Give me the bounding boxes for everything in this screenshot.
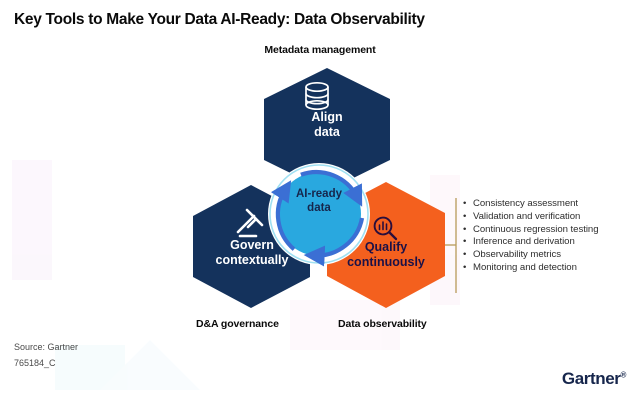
source-attribution: Source: Gartner — [14, 342, 79, 352]
list-item: Observability metrics — [463, 249, 635, 262]
center-circle-fill[interactable] — [277, 172, 361, 256]
caption-dna-governance: D&A governance — [196, 318, 279, 330]
document-id: 765184_C — [14, 358, 56, 368]
gartner-logo: Gartner® — [562, 369, 626, 389]
database-icon — [305, 81, 329, 111]
list-item: Continuous regression testing — [463, 224, 635, 237]
list-item: Validation and verification — [463, 211, 635, 224]
bullet-connector — [445, 198, 457, 293]
list-item: Inference and derivation — [463, 236, 635, 249]
cycle-arrows — [270, 170, 365, 267]
label-metadata-management: Metadata management — [264, 44, 376, 56]
hexagon-align-data[interactable] — [264, 68, 390, 191]
magnifier-chart-icon — [373, 216, 398, 241]
gartner-wordmark: Gartner — [561, 369, 621, 388]
gavel-icon — [236, 208, 264, 238]
source-block: Source: Gartner 765184_C — [14, 339, 78, 371]
list-item: Monitoring and detection — [463, 262, 635, 275]
list-item: Consistency assessment — [463, 198, 635, 211]
observability-bullet-list: Consistency assessment Validation and ve… — [463, 198, 635, 275]
registered-mark: ® — [620, 370, 627, 380]
caption-data-observability: Data observability — [338, 318, 427, 330]
page-title: Key Tools to Make Your Data AI-Ready: Da… — [14, 11, 425, 28]
